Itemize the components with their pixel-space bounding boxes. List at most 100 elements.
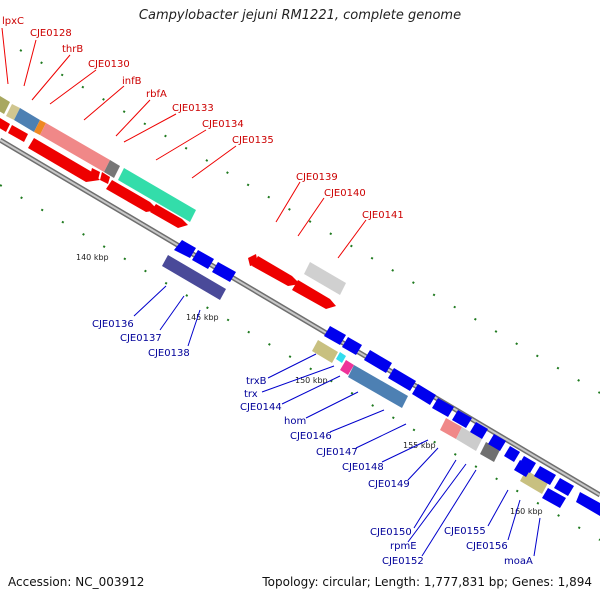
label-CJE0149[interactable]: CJE0149 xyxy=(368,479,410,490)
feature-tan[interactable] xyxy=(6,104,20,120)
leader-infB xyxy=(83,85,125,121)
feature-olive-3[interactable] xyxy=(520,470,548,494)
gene-extra-1[interactable] xyxy=(542,488,566,508)
topology-label: Topology: circular; Length: 1,777,831 bp… xyxy=(262,575,592,589)
label-trxB[interactable]: trxB xyxy=(246,376,267,387)
feature-mint[interactable] xyxy=(118,168,196,222)
gene-CJE0138[interactable] xyxy=(212,262,236,282)
gene-CJE0137[interactable] xyxy=(192,250,214,269)
feature-dark-gray[interactable] xyxy=(104,160,120,178)
gene-trxB[interactable] xyxy=(324,326,346,345)
feature-light-gray-2[interactable] xyxy=(456,427,482,451)
label-CJE0128[interactable]: CJE0128 xyxy=(30,28,72,39)
label-CJE0147[interactable]: CJE0147 xyxy=(316,447,358,458)
gene-CJE0136[interactable] xyxy=(174,240,196,258)
feature-salmon-2[interactable] xyxy=(440,418,462,439)
label-CJE0140[interactable]: CJE0140 xyxy=(324,188,366,199)
gene-CJE0133[interactable] xyxy=(106,180,158,212)
gene-CJE0150[interactable] xyxy=(488,434,506,451)
feature-purple[interactable] xyxy=(162,255,226,300)
gene-CJE0128[interactable] xyxy=(8,125,28,142)
leader-thrB xyxy=(31,54,71,101)
forward-genes xyxy=(0,118,336,309)
label-rpmE[interactable]: rpmE xyxy=(390,541,417,552)
label-CJE0136[interactable]: CJE0136 xyxy=(92,319,134,330)
gene-thrB[interactable] xyxy=(28,138,100,182)
gene-moaA-extra[interactable] xyxy=(514,460,532,477)
gene-CJE0141[interactable] xyxy=(292,280,336,309)
gene-CJE0146[interactable] xyxy=(412,384,436,405)
label-moaA[interactable]: moaA xyxy=(504,556,533,567)
gene-CJE0134[interactable] xyxy=(150,204,188,228)
gene-lpxC[interactable] xyxy=(0,118,10,132)
gene-CJE0156[interactable] xyxy=(554,478,574,496)
tick-label-160: 160 kbp xyxy=(510,507,543,516)
label-CJE0138[interactable]: CJE0138 xyxy=(148,348,190,359)
leader-CJE0155 xyxy=(487,489,509,527)
label-CJE0133[interactable]: CJE0133 xyxy=(172,103,214,114)
label-lpxC[interactable]: lpxC xyxy=(2,16,24,27)
label-thrB[interactable]: thrB xyxy=(62,44,83,55)
leader-CJE0150 xyxy=(413,459,457,529)
leader-trx xyxy=(261,365,335,393)
leader-rpmE xyxy=(407,463,467,543)
gene-CJE0144[interactable] xyxy=(364,350,392,373)
label-rbfA[interactable]: rbfA xyxy=(146,89,167,100)
reverse-genes xyxy=(174,240,600,516)
label-CJE0130[interactable]: CJE0130 xyxy=(88,59,130,70)
gene-CJE0130[interactable] xyxy=(90,168,100,180)
tick-label-145: 145 kbp xyxy=(186,313,219,322)
label-CJE0134[interactable]: CJE0134 xyxy=(202,119,244,130)
feature-steel[interactable] xyxy=(14,108,40,132)
label-CJE0146[interactable]: CJE0146 xyxy=(290,431,332,442)
gene-moaA[interactable] xyxy=(576,492,600,516)
gene-trx[interactable] xyxy=(342,337,362,355)
label-CJE0137[interactable]: CJE0137 xyxy=(120,333,162,344)
bottom-labels: CJE0136 CJE0137 CJE0138 trxB trx CJE0144… xyxy=(92,285,541,567)
label-trx[interactable]: trx xyxy=(244,389,258,400)
leader-CJE0147 xyxy=(355,423,407,449)
feature-light-gray[interactable] xyxy=(304,262,346,295)
gene-infB[interactable] xyxy=(100,172,110,184)
label-CJE0135[interactable]: CJE0135 xyxy=(232,135,274,146)
leader-CJE0137 xyxy=(159,295,185,331)
gene-CJE0155[interactable] xyxy=(534,466,556,485)
feature-olive[interactable] xyxy=(0,96,10,114)
label-hom[interactable]: hom xyxy=(284,416,306,427)
feature-magenta[interactable] xyxy=(340,360,354,375)
feature-steel-2[interactable] xyxy=(348,365,408,408)
feature-olive-2[interactable] xyxy=(312,340,338,363)
tick-label-155: 155 kbp xyxy=(403,441,436,450)
feature-gray-2[interactable] xyxy=(480,442,500,462)
feature-orange[interactable] xyxy=(34,120,46,135)
leader-hom xyxy=(305,391,359,419)
leader-CJE0146 xyxy=(329,409,385,433)
scale-dots xyxy=(0,49,600,541)
gene-rpmE[interactable] xyxy=(504,446,520,462)
gene-CJE0147[interactable] xyxy=(432,398,454,417)
label-CJE0150[interactable]: CJE0150 xyxy=(370,527,412,538)
tick-label-150: 150 kbp xyxy=(295,376,328,385)
label-CJE0141[interactable]: CJE0141 xyxy=(362,210,404,221)
gene-CJE0148[interactable] xyxy=(452,410,472,428)
label-CJE0139[interactable]: CJE0139 xyxy=(296,172,338,183)
leader-CJE0156 xyxy=(507,499,521,541)
gene-CJE0149[interactable] xyxy=(470,422,488,439)
leader-CJE0148 xyxy=(381,439,429,463)
label-CJE0148[interactable]: CJE0148 xyxy=(342,462,384,473)
label-CJE0156[interactable]: CJE0156 xyxy=(466,541,508,552)
gene-hom[interactable] xyxy=(388,368,416,391)
leader-CJE0138 xyxy=(187,309,201,347)
feature-salmon[interactable] xyxy=(40,123,110,172)
feature-cyan[interactable] xyxy=(336,352,346,363)
label-CJE0155[interactable]: CJE0155 xyxy=(444,526,486,537)
leader-lpxC xyxy=(1,27,9,85)
gene-CJE0140[interactable] xyxy=(252,256,300,286)
leader-CJE0136 xyxy=(133,285,167,317)
label-CJE0144[interactable]: CJE0144 xyxy=(240,402,282,413)
label-infB[interactable]: infB xyxy=(122,76,142,87)
label-CJE0152[interactable]: CJE0152 xyxy=(382,556,424,567)
genome-backbone-highlight xyxy=(0,139,600,496)
leader-CJE0133 xyxy=(123,113,177,143)
